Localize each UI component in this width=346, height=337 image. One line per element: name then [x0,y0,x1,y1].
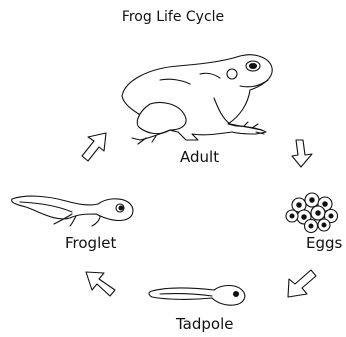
frog-adult-icon [122,55,272,144]
stage-label-eggs: Eggs [306,234,342,252]
stage-label-froglet: Froglet [65,234,116,252]
stage-label-adult: Adult [180,148,219,166]
tadpole-icon [149,286,245,306]
cycle-arrow-icon [82,133,106,161]
cycle-arrow-icon [288,270,316,297]
cycle-arrow-icon [86,272,115,296]
stage-label-tadpole: Tadpole [176,315,234,333]
frog-eggs-icon [286,193,338,233]
cycle-arrow-icon [292,140,312,167]
froglet-icon [12,196,133,226]
